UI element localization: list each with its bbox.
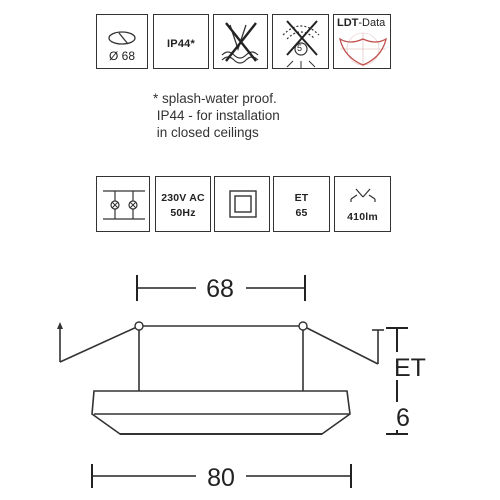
spring-clips — [59, 325, 384, 365]
ip-rating-label: IP44* — [167, 38, 195, 50]
bottom-dimension-label-bg — [196, 460, 246, 490]
et-box: ET 65 — [273, 176, 330, 232]
left-clip-pivot — [134, 321, 144, 331]
cutout-icon — [108, 31, 136, 45]
frequency-label: 50Hz — [170, 207, 196, 219]
ip-rating-box: IP44* — [153, 14, 209, 69]
wiring-box — [96, 176, 150, 232]
fixture-outline — [91, 325, 351, 435]
ldt-title: LDT-Data — [337, 17, 385, 29]
cutout-diameter-box: Ø 68 — [96, 14, 148, 69]
footnote-line-1: * splash-water proof. — [153, 91, 277, 106]
footnote-line-2: IP44 - for installation — [153, 108, 280, 123]
protection-class-box — [214, 176, 270, 232]
ldt-bold: LDT — [337, 17, 359, 29]
right-value: 6 — [396, 404, 410, 432]
ldt-rest: -Data — [358, 17, 386, 29]
lamp-number: 5 — [297, 43, 303, 53]
no-insulation-box — [213, 14, 268, 69]
left-clip-arrow — [57, 322, 63, 329]
lumen-box: 410lm — [334, 176, 391, 232]
et-label: ET — [294, 192, 309, 204]
ldt-data-box: LDT-Data — [333, 14, 391, 69]
voltage-label: 230V AC — [161, 192, 205, 204]
right-clip-pivot — [298, 321, 308, 331]
right-label-bg — [393, 352, 419, 380]
protection-class-icon — [229, 190, 257, 218]
bottom-dimension-label: 80 — [207, 464, 235, 492]
lumen-label: 410lm — [347, 211, 378, 223]
no-insulation-cover-icon — [221, 22, 259, 64]
voltage-box: 230V AC 50Hz — [155, 176, 211, 232]
cutout-diameter-label: Ø 68 — [108, 49, 135, 63]
lamp-distance-box: 5 — [272, 14, 329, 69]
top-dimension-label-bg — [196, 272, 246, 302]
through-wiring-icon — [103, 190, 145, 220]
luminous-flux-icon — [350, 188, 376, 202]
et-value: 65 — [295, 207, 308, 219]
right-label: ET — [394, 354, 426, 382]
no-cover-lamp-icon — [282, 20, 320, 68]
light-distribution-icon — [339, 32, 387, 67]
right-value-bg — [393, 402, 413, 430]
top-dimension-label: 68 — [206, 275, 234, 303]
footnote-line-3: in closed ceilings — [153, 125, 259, 140]
